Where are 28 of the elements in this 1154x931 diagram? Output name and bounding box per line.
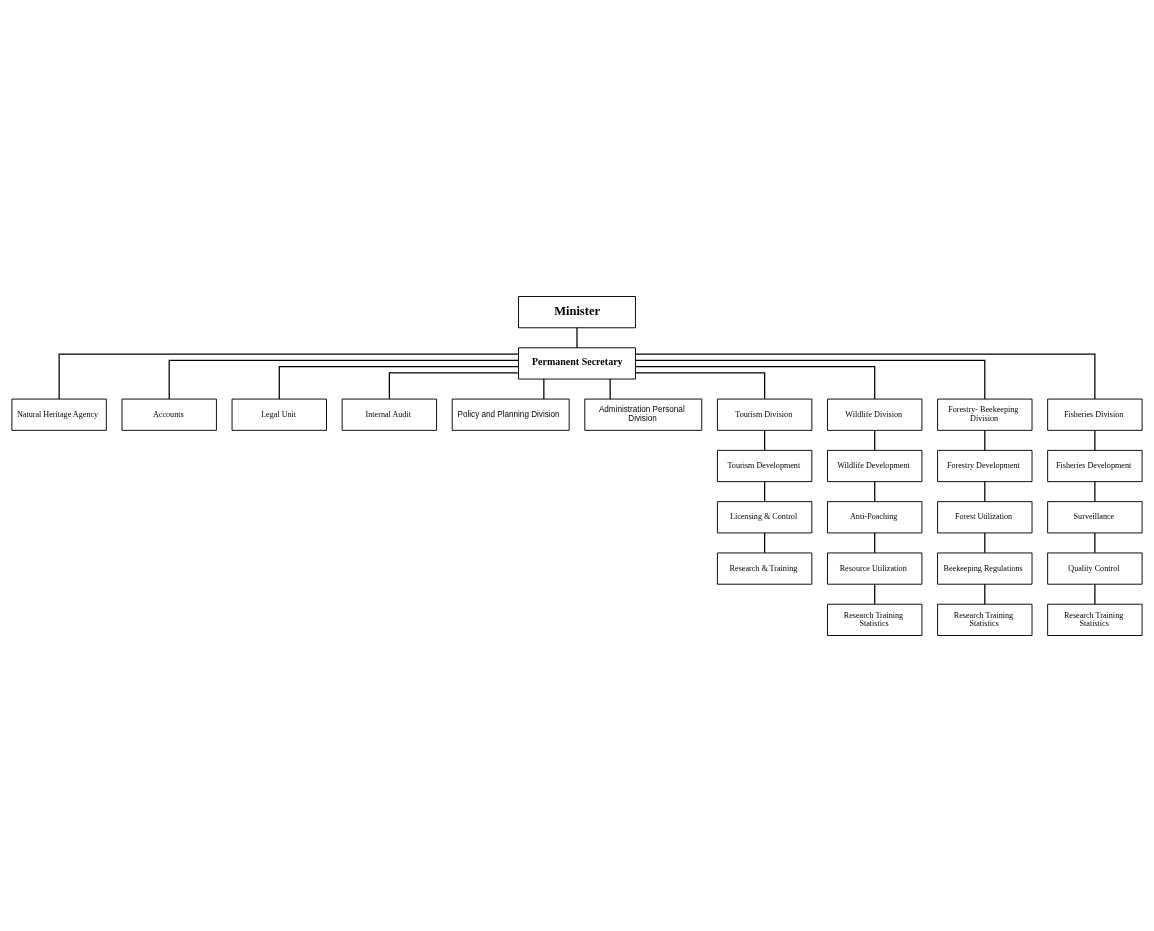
connector <box>764 531 766 553</box>
connector <box>1094 480 1096 502</box>
connector <box>1094 531 1096 553</box>
connector <box>543 377 545 400</box>
connector <box>984 480 986 502</box>
connector <box>984 531 986 553</box>
connector <box>168 359 519 400</box>
connector <box>634 371 766 399</box>
connector <box>388 371 520 399</box>
node-box: Minister <box>518 295 636 328</box>
connector <box>609 377 611 400</box>
connector <box>1094 583 1096 605</box>
connector <box>764 429 766 451</box>
connector <box>278 365 519 400</box>
connector <box>1094 429 1096 451</box>
connector <box>874 531 876 553</box>
connector <box>984 429 986 451</box>
connector <box>635 359 986 400</box>
connector <box>874 429 876 451</box>
node-box: Permanent Secretary <box>518 346 636 380</box>
connector <box>576 326 578 348</box>
connector <box>984 583 986 605</box>
connector <box>874 583 876 605</box>
connector <box>874 480 876 502</box>
connector <box>58 352 519 400</box>
connector <box>635 352 1096 400</box>
connector <box>635 365 876 400</box>
connector <box>764 480 766 502</box>
